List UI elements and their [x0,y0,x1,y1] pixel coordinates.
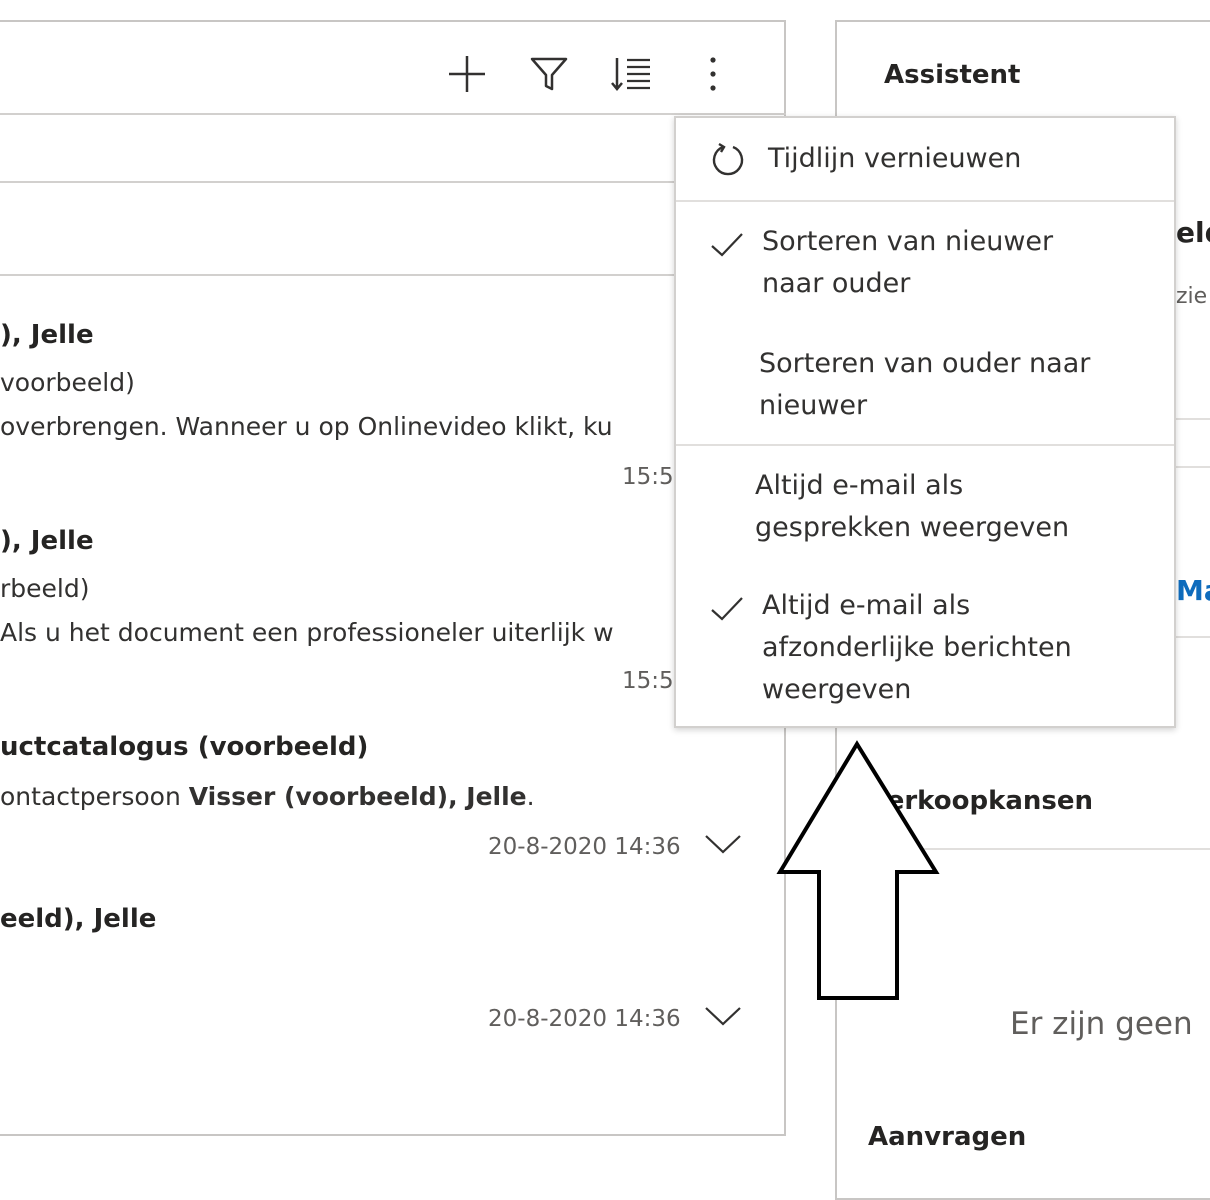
entry-subject: rbeeld) [0,574,90,603]
menu-item-label: naar ouder [762,268,911,299]
menu-item-label: Altijd e-mail als [762,590,971,621]
entry-time: 15:5 [622,464,674,490]
toolbar-divider [0,113,786,115]
entry-preview: overbrengen. Wanneer u op Onlinevideo kl… [0,412,613,441]
timeline-panel [0,20,786,1136]
assistant-divider [1176,466,1210,468]
opportunities-divider [868,848,1210,850]
entry-description-text: ontactpersoon [0,782,189,811]
entry-title: uctcatalogus (voorbeeld) [0,732,369,762]
chevron-down-icon[interactable] [704,1004,742,1032]
menu-item-label: Sorteren van ouder naar [759,348,1091,379]
menu-item-label: Sorteren van nieuwer [762,226,1054,257]
menu-item-refresh-timeline[interactable]: Tijdlijn vernieuwen [676,118,1174,200]
entry-preview: Als u het document een professioneler ui… [0,618,614,647]
timeline-entry[interactable]: ), Jelle rbeeld) Als u het document een … [0,526,676,706]
assistant-title: Assistent [884,60,1021,90]
menu-item-sort-newest-first[interactable]: Sorteren van nieuwer naar ouder [676,216,1174,328]
timeline-options-menu: Tijdlijn vernieuwen Sorteren van nieuwer… [674,116,1176,728]
menu-item-sort-oldest-first[interactable]: Sorteren van ouder naar nieuwer [676,338,1174,442]
menu-item-label: nieuwer [759,390,868,421]
plus-icon[interactable] [445,52,489,96]
menu-item-label: weergeven [762,674,912,705]
menu-item-show-as-separate-messages[interactable]: Altijd e-mail als afzonderlijke berichte… [676,580,1174,726]
empty-state-text: Er zijn geen [1010,1006,1193,1042]
entry-time: 20-8-2020 14:36 [488,1006,681,1032]
sort-icon[interactable] [609,52,653,96]
opportunities-heading: Verkoopkansen [868,786,1094,816]
more-vertical-icon[interactable] [691,52,735,96]
entry-contact-name: Visser (voorbeeld), Jelle [188,782,527,811]
assistant-clipped-text: zie [1176,284,1208,309]
entry-title: ), Jelle [0,526,94,556]
chevron-down-icon[interactable] [704,832,742,860]
assistant-clipped-heading: eld [1176,216,1210,249]
filter-icon[interactable] [527,52,571,96]
timeline-entry[interactable]: uctcatalogus (voorbeeld) ontactpersoon V… [0,732,770,872]
entry-subject: voorbeeld) [0,368,135,397]
menu-item-label: Altijd e-mail als [755,470,964,501]
checkmark-icon [710,228,744,262]
entry-title: ), Jelle [0,320,94,350]
refresh-icon [710,142,746,182]
annotation-arrow-icon [772,738,944,1008]
checkmark-icon [710,592,744,626]
timeline-entry[interactable]: ), Jelle voorbeeld) overbrengen. Wanneer… [0,320,676,500]
entry-time: 20-8-2020 14:36 [488,834,681,860]
entry-time: 15:5 [622,668,674,694]
assistant-link[interactable]: Ma [1176,574,1210,607]
menu-divider [676,200,1174,202]
entry-title: eeld), Jelle [0,904,157,934]
menu-item-label: Tijdlijn vernieuwen [768,143,1022,174]
note-divider [0,274,786,276]
entry-description-end: . [526,782,535,811]
menu-item-show-as-conversations[interactable]: Altijd e-mail als gesprekken weergeven [676,460,1174,564]
menu-divider [676,444,1174,446]
menu-item-label: afzonderlijke berichten [762,632,1072,663]
search-divider [0,181,786,183]
requests-heading: Aanvragen [868,1122,1027,1152]
assistant-divider [1176,636,1210,638]
entry-description: ontactpersoon Visser (voorbeeld), Jelle. [0,782,535,811]
menu-item-label: gesprekken weergeven [755,512,1070,543]
timeline-entry[interactable]: eeld), Jelle 20-8-2020 14:36 [0,904,770,1044]
assistant-divider [1176,418,1210,420]
